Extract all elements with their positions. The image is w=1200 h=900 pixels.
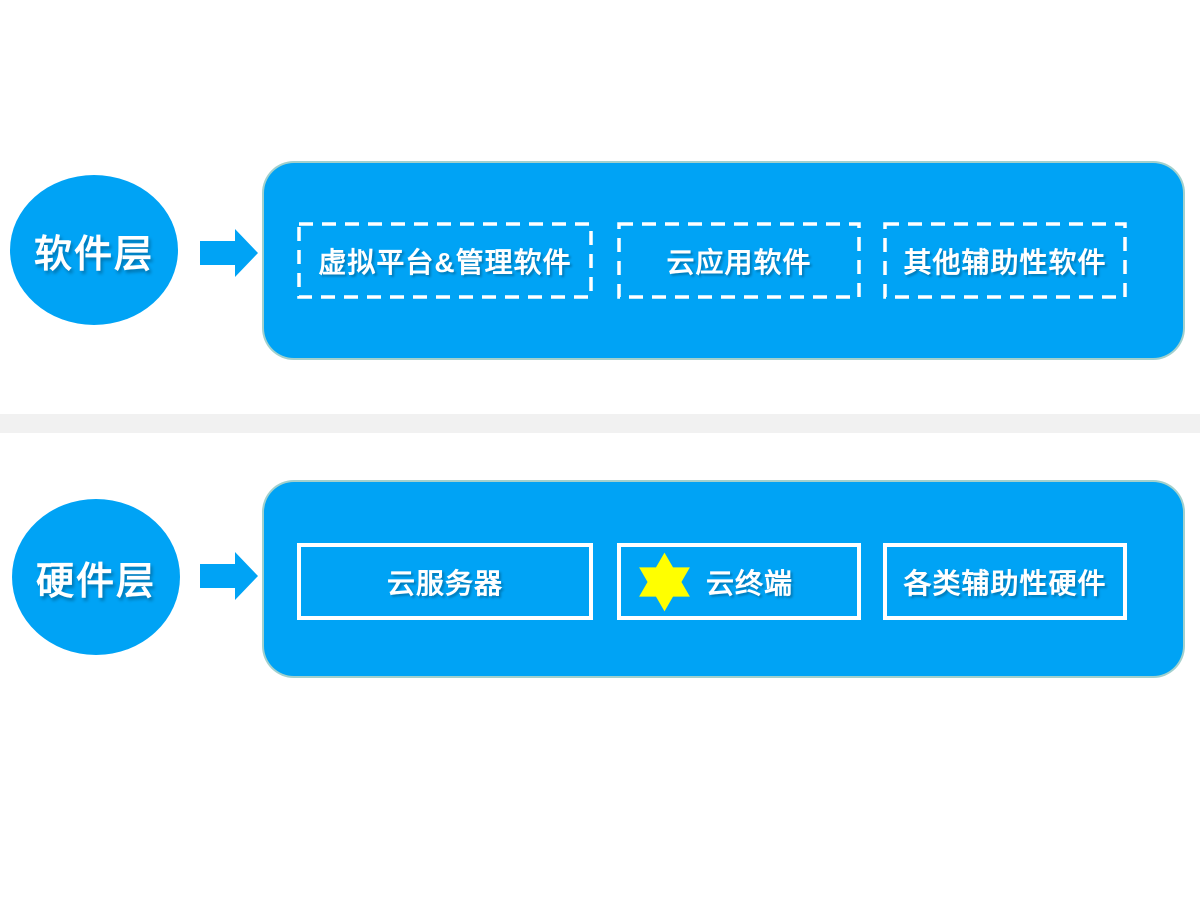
software-item-virtual-platform: 虚拟平台&管理软件 bbox=[297, 222, 593, 299]
software-item-other-software: 其他辅助性软件 bbox=[883, 222, 1127, 299]
right-arrow-icon bbox=[200, 552, 258, 600]
item-label: 各类辅助性硬件 bbox=[903, 567, 1107, 599]
item-label: 云终端 bbox=[705, 567, 793, 599]
hardware-item-cloud-server: 云服务器 bbox=[297, 543, 593, 620]
hardware-item-other-hardware: 各类辅助性硬件 bbox=[883, 543, 1127, 620]
right-arrow-icon bbox=[200, 229, 258, 277]
horizontal-divider bbox=[0, 414, 1200, 433]
software-item-cloud-apps: 云应用软件 bbox=[617, 222, 861, 299]
hardware-item-cloud-terminal: 云终端 bbox=[617, 543, 861, 620]
software-layer-label: 软件层 bbox=[33, 233, 154, 276]
software-panel: 虚拟平台&管理软件 云应用软件 其他辅助性软件 bbox=[262, 161, 1185, 360]
item-label: 云服务器 bbox=[386, 567, 503, 599]
item-label: 其他辅助性软件 bbox=[903, 246, 1107, 278]
cloud-terminal-content: 云终端 bbox=[637, 552, 793, 612]
dashed-border bbox=[297, 222, 593, 299]
hardware-panel: 云服务器 云终端 各类辅助性硬件 bbox=[262, 480, 1185, 678]
dashed-border bbox=[617, 222, 861, 299]
item-label: 虚拟平台&管理软件 bbox=[318, 246, 572, 278]
item-label: 云应用软件 bbox=[666, 246, 812, 278]
software-layer-circle: 软件层 bbox=[10, 175, 178, 325]
hardware-layer-circle: 硬件层 bbox=[12, 499, 180, 655]
hardware-layer-label: 硬件层 bbox=[35, 560, 156, 603]
dashed-border bbox=[883, 222, 1127, 299]
six-pointed-star-icon bbox=[639, 552, 690, 611]
